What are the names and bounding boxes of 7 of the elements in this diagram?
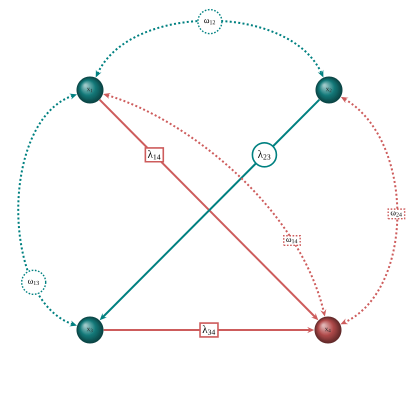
- edge-label: λ$_{34}$: [199, 322, 219, 338]
- edge-label: ω$_{24}$: [388, 208, 406, 220]
- edge-label: ω$_{14}$: [283, 235, 301, 246]
- edge-label: λ$_{14}$: [144, 147, 164, 163]
- edge-label: ω$_{13}$: [21, 270, 46, 295]
- edge-label: ω$_{12}$: [197, 8, 223, 34]
- edge-label: λ$_{23}$: [252, 142, 278, 168]
